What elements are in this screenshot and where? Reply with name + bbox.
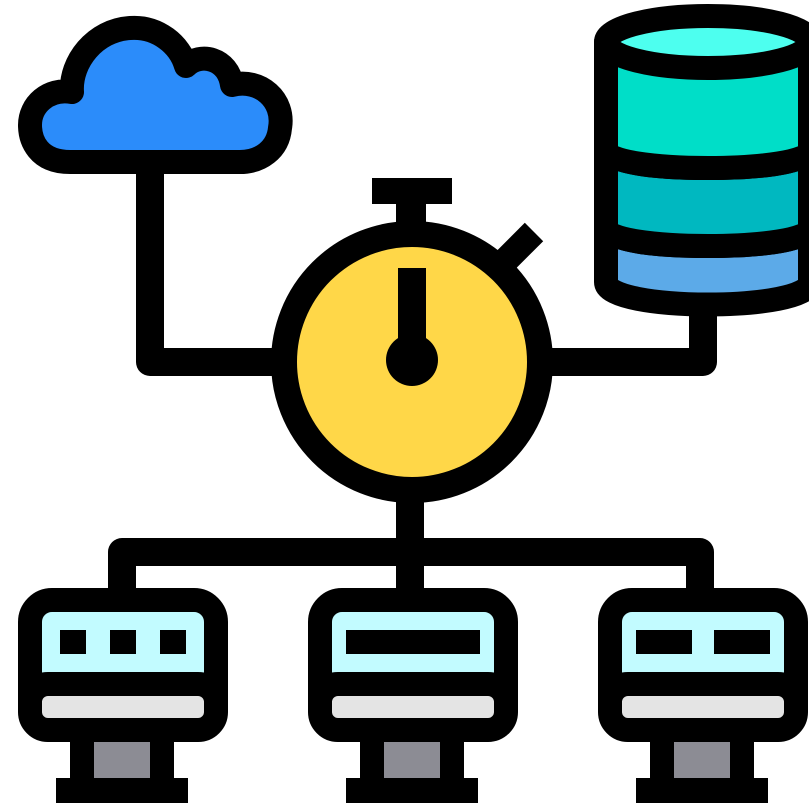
server-base: [636, 778, 768, 803]
server-slot: [346, 630, 480, 654]
server-icon: [598, 588, 808, 803]
server-icon: [18, 588, 228, 803]
cloud-icon: [18, 15, 293, 174]
server-bus: [108, 538, 714, 600]
database-icon: [594, 4, 809, 317]
server-led: [60, 630, 86, 654]
database-connector: [545, 300, 717, 376]
server-led: [160, 630, 186, 654]
stopwatch-hub: [386, 334, 438, 386]
server-base: [346, 778, 478, 803]
connector-lines: [108, 160, 717, 600]
database-top: [594, 4, 809, 80]
server-slot: [714, 630, 770, 654]
server-icon: [308, 588, 518, 803]
stopwatch-icon: [271, 178, 553, 503]
cloud-connector: [136, 160, 280, 376]
server-tray: [18, 672, 228, 742]
stopwatch-crown-cap: [372, 178, 452, 204]
server-base: [56, 778, 188, 803]
server-led: [110, 630, 136, 654]
cloud-shape: [18, 15, 293, 174]
server-tray: [598, 672, 808, 742]
server-slot: [636, 630, 692, 654]
server-tray: [308, 672, 518, 742]
